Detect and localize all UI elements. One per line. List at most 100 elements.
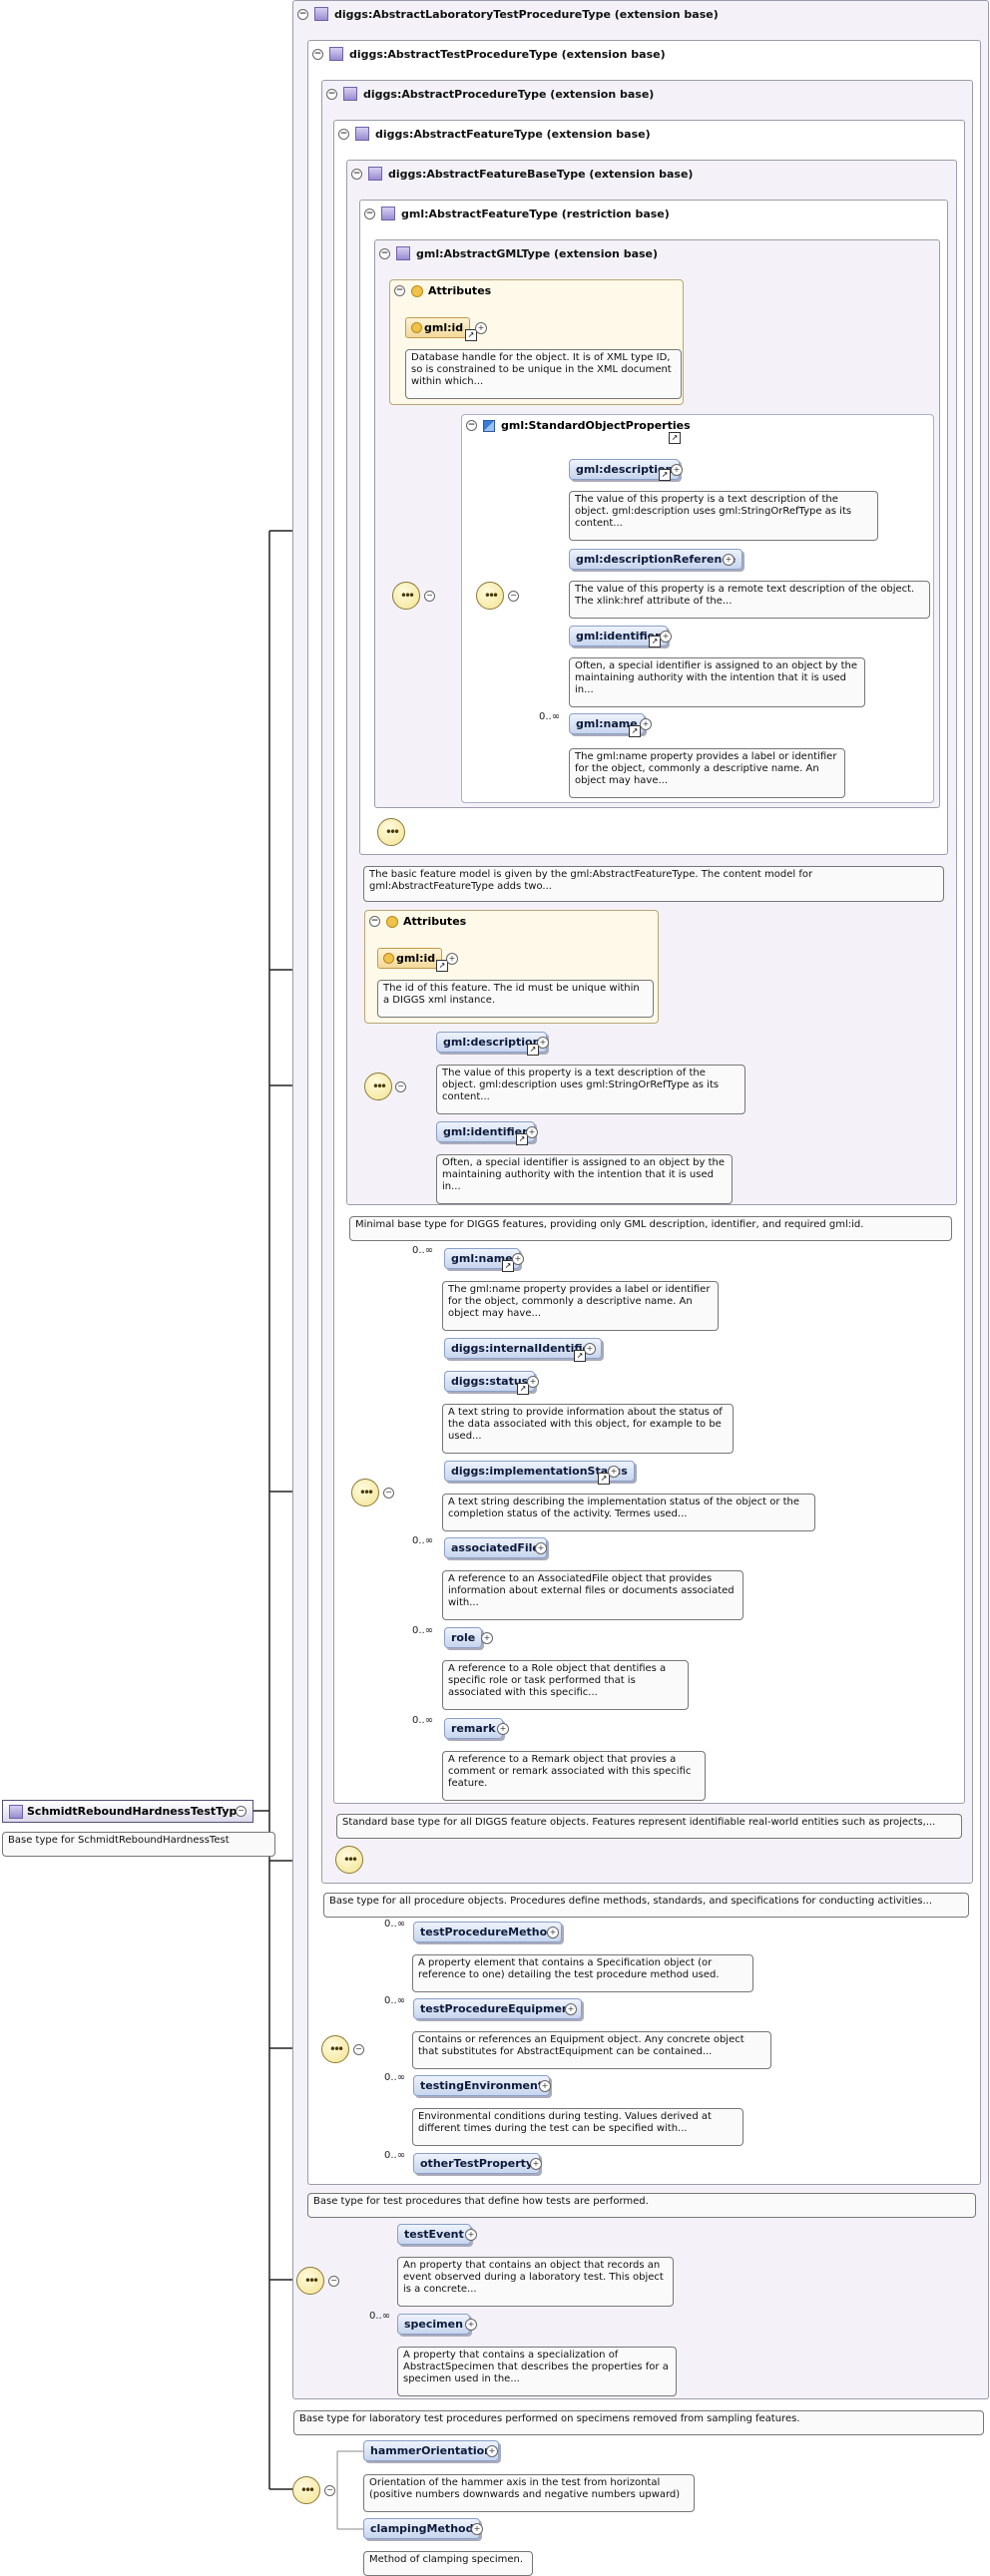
gml-feature-doc: The basic feature model is given by the … bbox=[363, 866, 944, 902]
expand-toggle[interactable]: + bbox=[584, 1343, 596, 1355]
reference-icon: ↗ bbox=[502, 1260, 514, 1272]
collapse-toggle[interactable]: − bbox=[395, 1081, 406, 1092]
sop-description-reference-doc: The value of this property is a remote t… bbox=[569, 581, 930, 619]
collapse-toggle[interactable]: − bbox=[394, 285, 405, 296]
collapse-toggle[interactable]: − bbox=[508, 591, 519, 602]
feature-associated-file[interactable]: associatedFile bbox=[444, 1537, 547, 1558]
testing-environment[interactable]: testingEnvironment bbox=[413, 2075, 551, 2096]
collapse-toggle[interactable]: − bbox=[312, 48, 323, 60]
feature-implementation-status[interactable]: diggs:implementationStatus bbox=[444, 1461, 635, 1482]
expand-toggle[interactable]: + bbox=[486, 2445, 498, 2457]
expand-toggle[interactable]: + bbox=[640, 718, 652, 730]
expand-toggle[interactable]: + bbox=[671, 464, 683, 476]
expand-toggle[interactable]: + bbox=[475, 322, 487, 334]
sequence-icon[interactable]: ••• bbox=[296, 2267, 324, 2295]
collapse-toggle[interactable]: − bbox=[379, 247, 390, 259]
specimen[interactable]: specimen bbox=[397, 2314, 470, 2335]
clamping-method[interactable]: clampingMethod bbox=[363, 2518, 481, 2539]
expand-toggle[interactable]: + bbox=[723, 554, 735, 566]
attributes-label: Attributes bbox=[403, 915, 467, 928]
attr-gml-id-2[interactable]: gml:id bbox=[377, 948, 443, 969]
sequence-icon[interactable]: ••• bbox=[476, 582, 504, 610]
complex-type-icon bbox=[343, 87, 357, 101]
expand-toggle[interactable]: + bbox=[537, 1037, 549, 1049]
hammer-orientation-doc: Orientation of the hammer axis in the te… bbox=[363, 2474, 695, 2512]
sequence-icon[interactable]: ••• bbox=[292, 2476, 320, 2504]
cardinality-label: 0..∞ bbox=[384, 2150, 406, 2161]
sequence-icon[interactable]: ••• bbox=[377, 818, 405, 846]
sequence-icon[interactable]: ••• bbox=[364, 1073, 392, 1100]
collapse-toggle[interactable]: − bbox=[369, 916, 380, 927]
root-type[interactable]: SchmidtReboundHardnessTestType bbox=[2, 1800, 253, 1823]
complex-type-icon bbox=[329, 47, 343, 61]
feature-internal-identifier[interactable]: diggs:internalIdentifier bbox=[444, 1338, 603, 1359]
test-procedure-equipment-doc: Contains or references an Equipment obje… bbox=[412, 2031, 771, 2069]
feature-implementation-status-doc: A text string describing the implementat… bbox=[442, 1494, 815, 1531]
sequence-icon[interactable]: ••• bbox=[321, 2035, 349, 2063]
test-procedure-doc: Base type for test procedures that defin… bbox=[307, 2193, 976, 2218]
expand-toggle[interactable]: + bbox=[530, 2158, 542, 2170]
feature-status[interactable]: diggs:status bbox=[444, 1371, 536, 1392]
collapse-toggle[interactable]: − bbox=[353, 2044, 364, 2055]
testing-environment-doc: Environmental conditions during testing.… bbox=[412, 2108, 743, 2146]
sequence-icon[interactable]: ••• bbox=[335, 1846, 363, 1874]
expand-toggle[interactable]: + bbox=[497, 1723, 509, 1735]
collapse-toggle[interactable]: − bbox=[364, 208, 375, 219]
attributes-label: Attributes bbox=[428, 284, 492, 297]
reference-icon: ↗ bbox=[465, 329, 477, 341]
expand-toggle[interactable]: + bbox=[526, 1126, 538, 1138]
test-procedure-equipment[interactable]: testProcedureEquipment bbox=[413, 1998, 583, 2019]
expand-toggle[interactable]: + bbox=[471, 2523, 483, 2535]
feature-remark[interactable]: remark bbox=[444, 1718, 503, 1739]
group-icon bbox=[483, 419, 495, 432]
complex-type-icon bbox=[314, 7, 328, 21]
test-event[interactable]: testEvent bbox=[397, 2224, 471, 2245]
sop-description[interactable]: gml:description bbox=[569, 459, 681, 480]
collapse-toggle[interactable]: − bbox=[466, 420, 477, 431]
attr-gml-id[interactable]: gml:id bbox=[405, 317, 471, 338]
cardinality-label: 0..∞ bbox=[539, 711, 561, 722]
sop-name[interactable]: gml:name bbox=[569, 713, 645, 734]
feature-gml-name[interactable]: gml:name bbox=[444, 1248, 520, 1269]
feature-doc: Standard base type for all DIGGS feature… bbox=[336, 1814, 962, 1839]
expand-toggle[interactable]: + bbox=[535, 1542, 547, 1554]
feature-role[interactable]: role bbox=[444, 1627, 483, 1648]
sequence-icon[interactable]: ••• bbox=[351, 1479, 379, 1506]
reference-icon: ↗ bbox=[574, 1350, 586, 1362]
expand-toggle[interactable]: + bbox=[465, 2319, 477, 2331]
root-doc: Base type for SchmidtReboundHardnessTest bbox=[2, 1832, 275, 1857]
expand-toggle[interactable]: + bbox=[547, 1927, 559, 1938]
test-procedure-method[interactable]: testProcedureMethod bbox=[413, 1922, 563, 1942]
feature-base-description[interactable]: gml:description bbox=[436, 1032, 548, 1053]
collapse-toggle[interactable]: − bbox=[328, 2276, 339, 2287]
collapse-toggle[interactable]: − bbox=[324, 2485, 335, 2496]
collapse-toggle[interactable]: − bbox=[424, 591, 435, 602]
expand-toggle[interactable]: + bbox=[465, 2229, 477, 2241]
other-test-property[interactable]: otherTestProperty bbox=[413, 2153, 541, 2174]
sop-description-reference[interactable]: gml:descriptionReference bbox=[569, 549, 743, 570]
expand-toggle[interactable]: + bbox=[539, 2080, 551, 2092]
sequence-icon[interactable]: ••• bbox=[392, 582, 420, 610]
expand-toggle[interactable]: + bbox=[512, 1253, 524, 1265]
collapse-toggle[interactable]: − bbox=[351, 168, 362, 180]
collapse-toggle[interactable]: − bbox=[383, 1488, 394, 1499]
collapse-toggle[interactable]: − bbox=[326, 88, 337, 100]
feature-role-doc: A reference to a Role object that dentif… bbox=[442, 1660, 689, 1710]
collapse-toggle[interactable]: − bbox=[338, 128, 349, 140]
expand-toggle[interactable]: + bbox=[527, 1376, 539, 1388]
feature-gml-name-doc: The gml:name property provides a label o… bbox=[442, 1281, 719, 1331]
expand-toggle[interactable]: + bbox=[565, 2003, 577, 2015]
expand-toggle[interactable]: + bbox=[446, 953, 458, 965]
lab-procedure-doc: Base type for laboratory test procedures… bbox=[293, 2410, 984, 2435]
procedure-doc: Base type for all procedure objects. Pro… bbox=[323, 1893, 969, 1918]
complex-type-icon bbox=[396, 246, 410, 260]
expand-toggle[interactable]: + bbox=[660, 631, 672, 643]
expand-toggle[interactable]: + bbox=[608, 1466, 620, 1478]
attr-doc-2: The id of this feature. The id must be u… bbox=[377, 980, 654, 1018]
base-title: gml:AbstractFeatureType (restriction bas… bbox=[401, 207, 670, 220]
collapse-toggle[interactable]: − bbox=[297, 8, 308, 20]
cardinality-label: 0..∞ bbox=[384, 2072, 406, 2083]
expand-toggle[interactable]: + bbox=[481, 1632, 493, 1644]
collapse-toggle[interactable]: − bbox=[236, 1806, 247, 1817]
hammer-orientation[interactable]: hammerOrientation bbox=[363, 2440, 499, 2461]
